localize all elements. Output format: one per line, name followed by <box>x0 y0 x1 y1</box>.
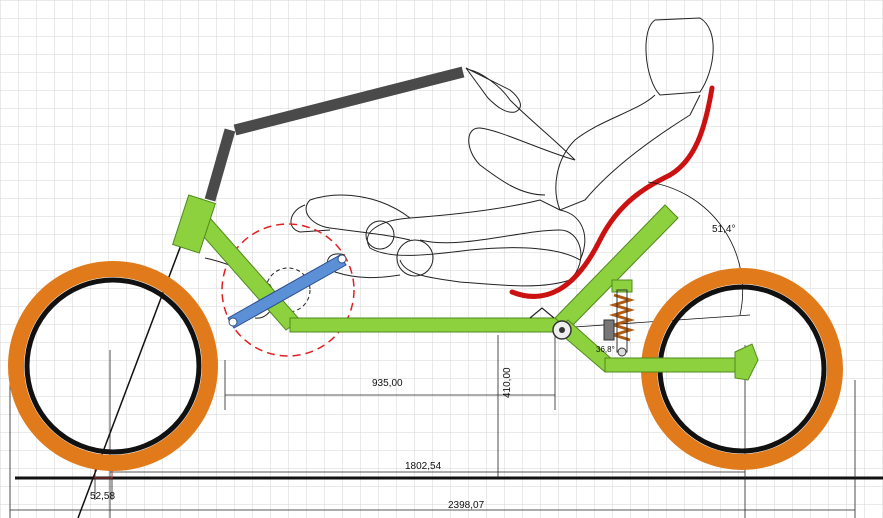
front-rim <box>24 277 202 455</box>
pivot-inner <box>559 327 565 333</box>
shock-eye <box>617 347 627 357</box>
rear-shock <box>603 279 636 357</box>
crank-circle <box>221 223 355 357</box>
front-tire <box>8 261 218 471</box>
rider-thigh <box>367 199 586 261</box>
pivot-mark <box>529 307 555 319</box>
seat-angle-arc <box>647 181 744 316</box>
steering-assembly <box>204 66 465 202</box>
shock-angle-label: 36,8° <box>596 345 615 354</box>
shock-mount-top <box>611 279 633 293</box>
stem-tube <box>204 128 236 202</box>
boom-bolt-lower <box>228 317 238 327</box>
front-wheel <box>8 261 218 471</box>
rider-torso <box>555 94 701 211</box>
boom-bolt-upper <box>337 254 347 264</box>
rider-head <box>645 17 714 96</box>
rear-dropout <box>734 343 759 381</box>
head-tube <box>172 194 216 254</box>
seat-angle-label: 51,4° <box>712 224 735 235</box>
shock-spring <box>608 293 636 342</box>
shock-reservoir <box>603 319 615 341</box>
trail-dimension: 52,58 <box>90 491 115 502</box>
rider-knee-lower <box>396 239 434 277</box>
handlebar-tube <box>233 66 465 136</box>
rider-shin <box>305 194 411 241</box>
seat <box>509 85 715 299</box>
rider-foot <box>290 204 331 233</box>
wheelbase-dimension: 1802,54 <box>405 461 442 472</box>
chainring-circle <box>265 267 311 313</box>
rider-hand <box>465 67 521 113</box>
main-tube <box>289 317 563 333</box>
rider-heel <box>327 253 401 279</box>
rider-upper-arm <box>468 127 576 196</box>
seat-height-dimension: 410,00 <box>502 367 513 398</box>
chainstay-dimension: 935,00 <box>372 378 403 389</box>
rider-knee <box>365 220 395 250</box>
rider-leg-extended <box>204 257 275 319</box>
rear-swingarm <box>604 357 746 373</box>
overall-length-dimension: 2398,07 <box>448 500 485 511</box>
rider-arm <box>469 69 576 161</box>
